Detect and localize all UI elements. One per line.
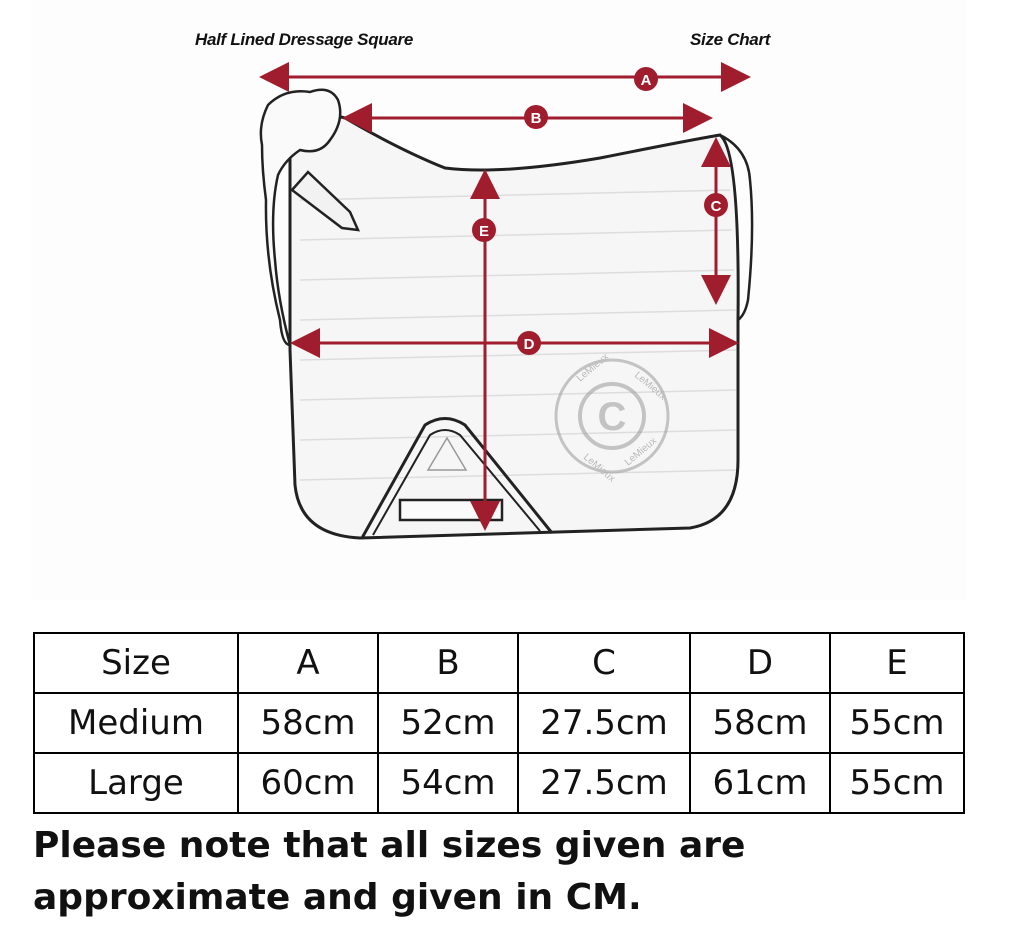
marker-d: D: [517, 331, 541, 355]
table-header-cell: D: [689, 632, 831, 694]
table-cell: 55cm: [829, 692, 965, 754]
table-cell: 52cm: [377, 692, 519, 754]
svg-text:E: E: [479, 223, 489, 240]
saddle-pad-diagram: C LeMieux LeMieux LeMieux LeMieux A B C …: [259, 62, 754, 540]
marker-b: B: [524, 105, 548, 129]
table-cell: Medium: [33, 692, 239, 754]
strap-loop: [290, 170, 361, 232]
table-cell: 54cm: [377, 752, 519, 814]
table-cell: 61cm: [689, 752, 831, 814]
table-cell: 58cm: [689, 692, 831, 754]
svg-text:A: A: [641, 72, 652, 89]
table-cell: 27.5cm: [517, 752, 691, 814]
table-cell: 55cm: [829, 752, 965, 814]
name-plate: [398, 498, 504, 522]
table-cell: 27.5cm: [517, 692, 691, 754]
svg-text:C: C: [598, 395, 627, 439]
size-table: Size A B C D E Medium 58cm 52cm 27.5cm 5…: [33, 632, 965, 814]
svg-text:D: D: [524, 336, 535, 353]
sizing-note-line-2: approximate and given in CM.: [33, 877, 642, 918]
table-header-row: Size A B C D E: [33, 632, 965, 694]
table-cell: 58cm: [237, 692, 379, 754]
marker-e: E: [472, 218, 496, 242]
wither-lining: [259, 88, 342, 347]
svg-text:C: C: [711, 198, 722, 215]
patch-logo-icon: [426, 436, 468, 471]
table-cell: Large: [33, 752, 239, 814]
sizing-note-line-1: Please note that all sizes given are: [33, 825, 746, 866]
table-row: Large 60cm 54cm 27.5cm 61cm 55cm: [33, 752, 965, 814]
table-header-cell: B: [377, 632, 519, 694]
svg-text:B: B: [531, 110, 542, 127]
sizing-note: Please note that all sizes given are app…: [33, 820, 993, 924]
table-cell: 60cm: [237, 752, 379, 814]
marker-a: A: [634, 67, 658, 91]
rear-lining-edge: [721, 134, 754, 322]
table-header-cell: E: [829, 632, 965, 694]
size-chart-label: Size Chart: [690, 30, 771, 49]
diagram-title: Half Lined Dressage Square: [195, 30, 413, 49]
table-header-cell: C: [517, 632, 691, 694]
table-row: Medium 58cm 52cm 27.5cm 58cm 55cm: [33, 692, 965, 754]
table-header-cell: A: [237, 632, 379, 694]
marker-c: C: [704, 193, 728, 217]
table-header-cell: Size: [33, 632, 239, 694]
girth-patch: [360, 417, 554, 539]
